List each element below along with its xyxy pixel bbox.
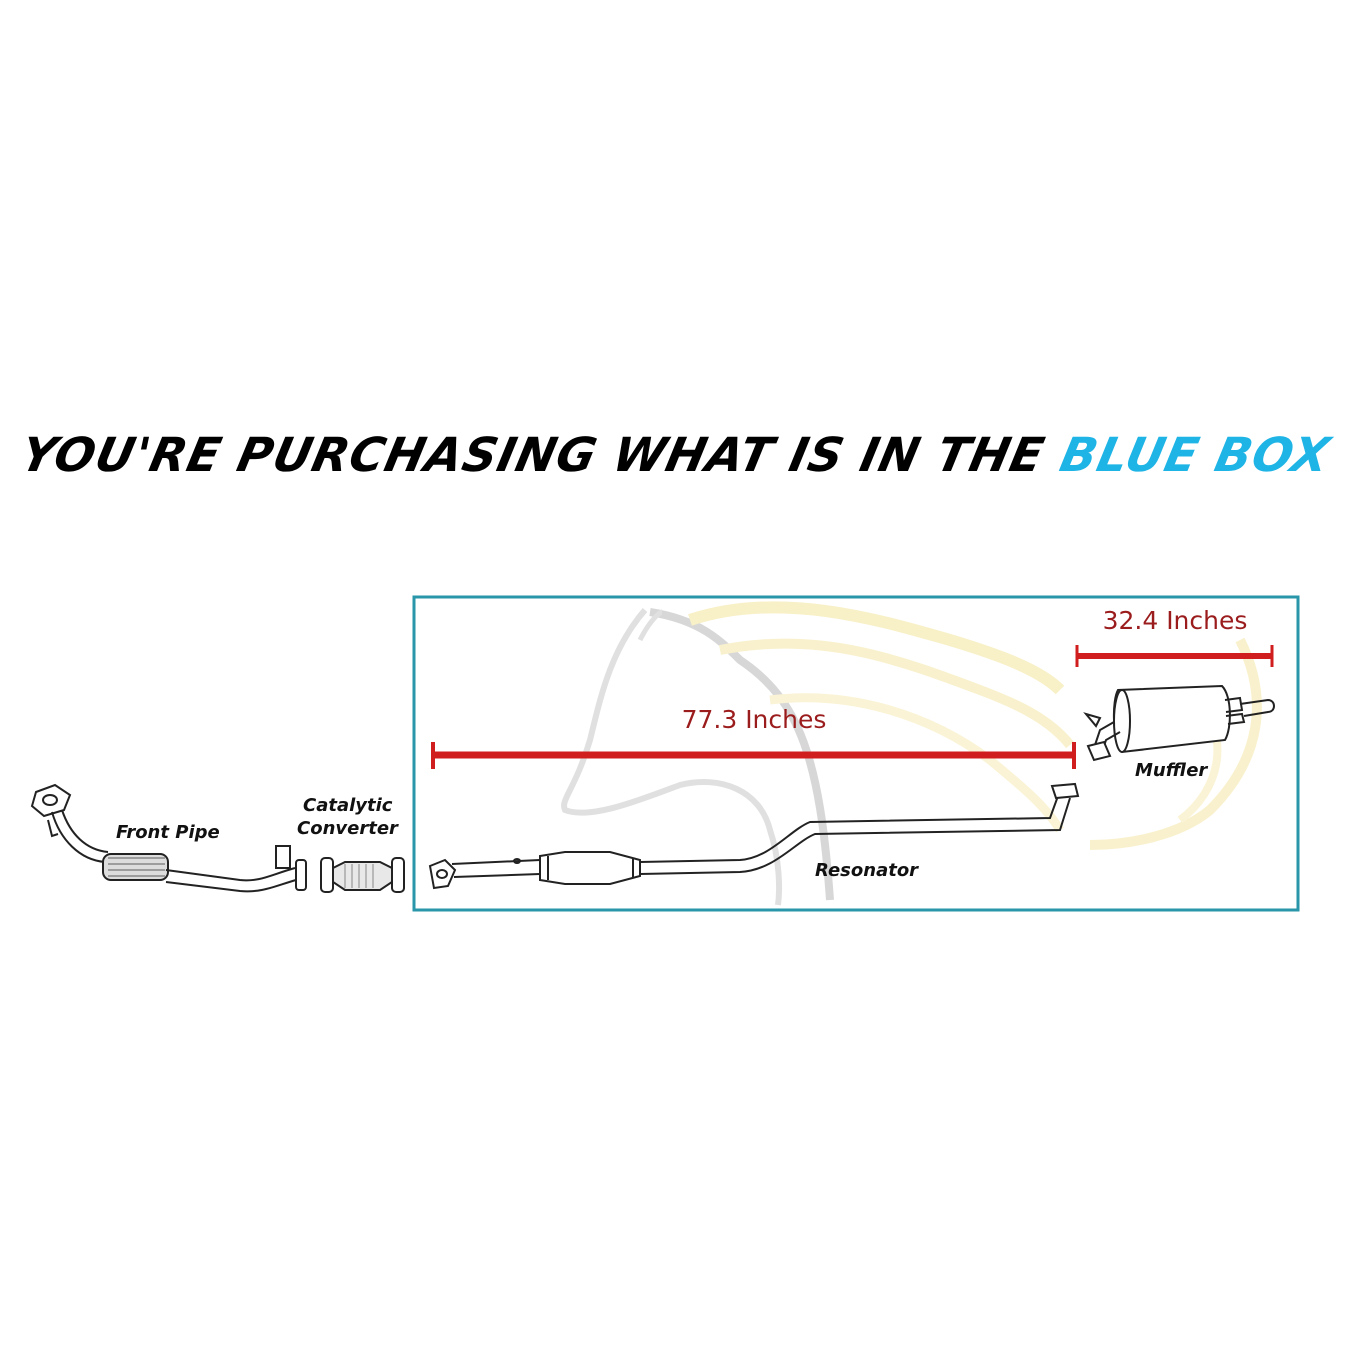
blue-box bbox=[412, 595, 1300, 912]
muffler-icon bbox=[1083, 684, 1275, 762]
catalytic-converter-icon bbox=[320, 857, 405, 893]
catalytic-label-line2: Converter bbox=[297, 818, 399, 839]
catalytic-label-line1: Catalytic bbox=[303, 795, 393, 816]
resonator-dimension-line bbox=[431, 742, 1076, 769]
horse-watermark-icon bbox=[561, 601, 1262, 906]
front-pipe-icon bbox=[30, 783, 307, 893]
resonator-label: Resonator bbox=[815, 860, 919, 881]
muffler-label: Muffler bbox=[1135, 760, 1208, 781]
resonator-pipe-icon bbox=[428, 782, 1080, 890]
front-pipe-label: Front Pipe bbox=[116, 822, 220, 843]
muffler-dimension-line bbox=[1075, 645, 1274, 667]
resonator-dimension-label: 77.3 Inches bbox=[682, 705, 827, 734]
muffler-dimension-label: 32.4 Inches bbox=[1103, 606, 1248, 635]
